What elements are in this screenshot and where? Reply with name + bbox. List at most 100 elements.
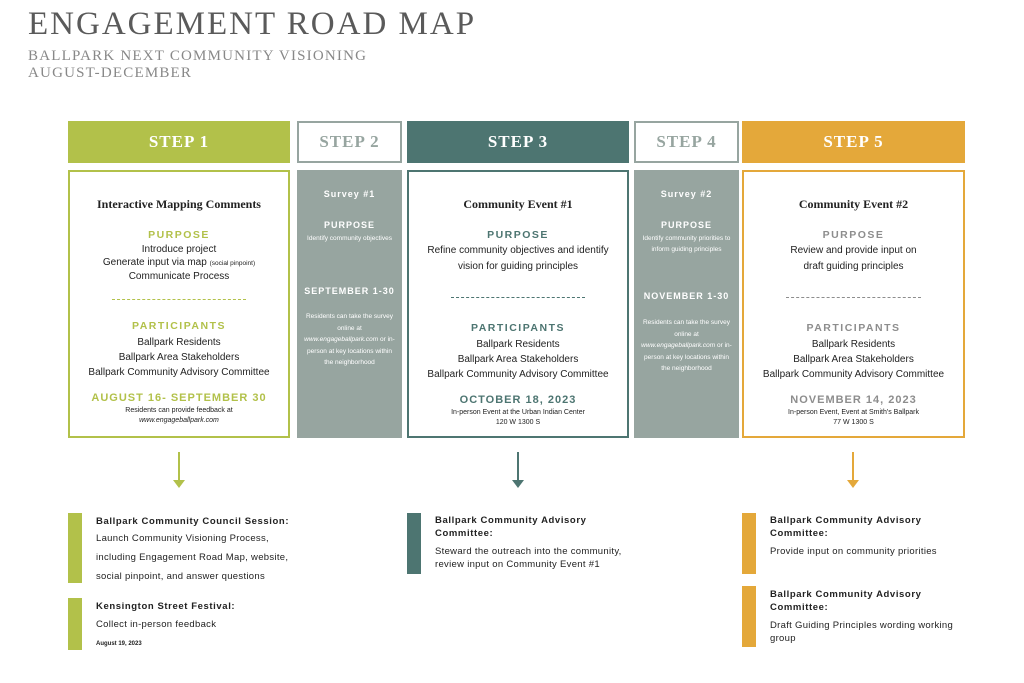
step-1-date: AUGUST 16- SEPTEMBER 30	[91, 392, 267, 404]
step-3-note-line: 120 W 1300 S	[495, 419, 541, 426]
participant-item: Ballpark Area Stakeholders	[457, 354, 579, 365]
step-4-purpose: Identify community priorities to inform …	[638, 233, 735, 255]
step-5-purpose: Review and provide input on draft guidin…	[744, 243, 963, 275]
step-1-note: Residents can provide feedback at www.en…	[70, 406, 288, 426]
step-5-header: STEP 5	[742, 121, 965, 163]
step-4-note-line: Residents can take the survey	[642, 319, 731, 326]
step-1-label: STEP 1	[148, 132, 210, 151]
step-5-note-bar	[742, 586, 756, 647]
step-5-note-bar	[742, 513, 756, 574]
step-5-note: In-person Event, Event at Smith's Ballpa…	[744, 408, 963, 428]
step-1-note-bar	[68, 598, 82, 650]
step-1-header: STEP 1	[68, 121, 290, 163]
page-subtitle: BALLPARK NEXT COMMUNITY VISIONING AUGUST…	[28, 48, 367, 82]
participant-item: Ballpark Area Stakeholders	[118, 352, 240, 363]
step-4-note-line: person at key locations within	[644, 353, 729, 361]
step-4-note-line: online at	[674, 330, 699, 338]
step-1-purpose-label: PURPOSE	[148, 229, 210, 241]
step-2-card: Survey #1 PURPOSE Identify community obj…	[297, 170, 402, 438]
step-3-purpose: Refine community objectives and identify…	[409, 243, 627, 275]
council-session-body: Launch Community Visioning Process, incl…	[96, 529, 288, 586]
step-2-date: SEPTEMBER 1-30	[304, 286, 395, 296]
step-4-note-line: or in-	[717, 342, 732, 349]
step-3-participants-label: PARTICIPANTS	[470, 322, 566, 334]
note-line: Steward the outreach into the community,	[435, 546, 622, 557]
festival-title: Kensington Street Festival:	[96, 601, 236, 612]
festival-body: Collect in-person feedback	[96, 619, 217, 630]
participant-item: Ballpark Area Stakeholders	[793, 354, 914, 365]
step-3-purpose-line: vision for guiding principles	[457, 261, 579, 272]
step-5-purpose-line: draft guiding principles	[803, 261, 904, 272]
note-title-line: Committee:	[770, 528, 829, 539]
note-line: Launch Community Visioning Process,	[96, 533, 269, 544]
step-4-note-line: the neighborhood	[661, 365, 712, 372]
subtitle-line-2: AUGUST-DECEMBER	[28, 65, 193, 81]
step-2-note-line: Residents can take the survey	[305, 313, 394, 320]
participant-item: Ballpark Residents	[137, 337, 221, 348]
step-1-purpose-line: Generate input via map (social pinpoint)	[70, 256, 288, 270]
step-3-label: STEP 3	[487, 132, 549, 151]
step-4-note: Residents can take the survey online at …	[638, 317, 735, 375]
step-5-title: Community Event #2	[798, 197, 909, 211]
step-1-card: Interactive Mapping Comments PURPOSE Int…	[68, 170, 290, 438]
step-3-date: OCTOBER 18, 2023	[459, 394, 577, 406]
step-1-purpose-small: (social pinpoint)	[209, 260, 256, 267]
step-1-purpose-line: Communicate Process	[128, 271, 230, 282]
step-5-participants-label: PARTICIPANTS	[806, 322, 901, 334]
step-1-down-arrow-icon	[173, 452, 185, 490]
step-2-purpose-label: PURPOSE	[323, 220, 375, 230]
cac-step3-body: Steward the outreach into the community,…	[435, 545, 622, 571]
participant-item: Ballpark Community Advisory Committee	[88, 367, 270, 378]
note-line: group	[770, 633, 796, 644]
note-line: social pinpoint, and answer questions	[96, 571, 266, 582]
step-1-title: Interactive Mapping Comments	[97, 197, 261, 211]
step-3-participants: Ballpark Residents Ballpark Area Stakeho…	[409, 337, 627, 382]
step-5-card: Community Event #2 PURPOSE Review and pr…	[742, 170, 965, 438]
step-2-note-line: person at key locations within	[307, 347, 392, 355]
step-3-note-line: In-person Event at the Urban Indian Cent…	[451, 409, 585, 416]
cac-step5-title: Ballpark Community Advisory Committee:	[770, 514, 922, 540]
cac-step5-working-body: Draft Guiding Principles wording working…	[770, 619, 953, 645]
cac-step5-body: Provide input on community priorities	[770, 546, 937, 557]
step-3-header: STEP 3	[407, 121, 629, 163]
step-1-divider	[112, 299, 246, 300]
step-4-card: Survey #2 PURPOSE Identify community pri…	[634, 170, 739, 438]
note-title-line: Ballpark Community Advisory	[770, 589, 922, 600]
cac-step3-title: Ballpark Community Advisory Committee:	[435, 514, 587, 540]
step-4-header: STEP 4	[634, 121, 739, 163]
step-5-down-arrow-icon	[847, 452, 859, 490]
participant-item: Ballpark Residents	[476, 339, 560, 350]
note-title-line: Ballpark Community Advisory	[770, 515, 922, 526]
note-line: including Engagement Road Map, website,	[96, 552, 289, 563]
step-2-label: STEP 2	[319, 132, 380, 151]
step-2-note-line: the neighborhood	[324, 359, 375, 366]
step-4-label: STEP 4	[656, 132, 717, 151]
step-4-website-link: www.engageballpark.com	[641, 342, 716, 349]
step-5-purpose-line: Review and provide input on	[790, 245, 917, 256]
step-1-participants-label: PARTICIPANTS	[131, 320, 227, 332]
note-title-line: Committee:	[435, 528, 494, 539]
step-4-purpose-label: PURPOSE	[660, 220, 712, 230]
step-2-website-link: www.engageballpark.com	[304, 336, 379, 343]
step-3-divider	[451, 297, 585, 298]
step-2-header: STEP 2	[297, 121, 402, 163]
step-2-note-line: or in-	[380, 336, 395, 343]
participant-item: Ballpark Community Advisory Committee	[427, 369, 609, 380]
step-4-title: Survey #2	[660, 189, 713, 199]
step-3-title: Community Event #1	[463, 197, 573, 211]
step-3-note-bar	[407, 513, 421, 574]
step-5-label: STEP 5	[823, 132, 884, 151]
step-4-purpose-line: inform guiding principles	[651, 246, 722, 253]
step-3-card: Community Event #1 PURPOSE Refine commun…	[407, 170, 629, 438]
step-2-note-line: online at	[337, 324, 362, 332]
step-1-purpose: Introduce project Generate input via map…	[70, 243, 288, 283]
step-2-purpose: Identify community objectives	[307, 235, 392, 242]
step-5-divider	[786, 297, 921, 298]
step-3-purpose-line: Refine community objectives and identify	[427, 245, 609, 256]
step-3-down-arrow-icon	[512, 452, 524, 490]
step-5-note-line: In-person Event, Event at Smith's Ballpa…	[788, 409, 919, 416]
note-title-line: Ballpark Community Advisory	[435, 515, 587, 526]
step-4-purpose-line: Identify community priorities to	[642, 235, 731, 242]
step-3-purpose-label: PURPOSE	[487, 229, 549, 241]
step-2-note: Residents can take the survey online at …	[301, 311, 398, 369]
